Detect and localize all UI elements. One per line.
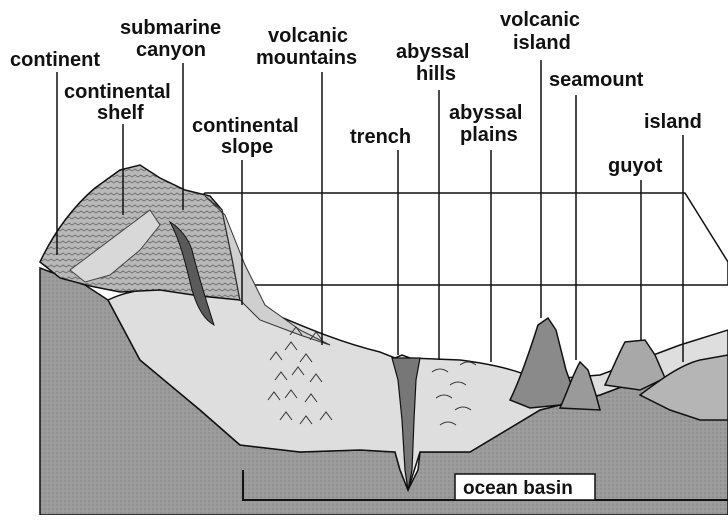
label-guyot: guyot (608, 155, 663, 177)
label-ocean-basin: ocean basin (463, 478, 573, 499)
label-volcanic-island-2: island (513, 32, 571, 54)
label-volcanic-island-1: volcanic (500, 9, 580, 31)
label-abyssal-plains-2: plains (460, 124, 518, 146)
label-abyssal-plains-1: abyssal (449, 102, 522, 124)
label-continental-shelf-2: shelf (97, 102, 144, 124)
label-continental-slope-2: slope (221, 136, 273, 158)
label-island: island (644, 111, 702, 133)
label-seamount: seamount (549, 69, 644, 91)
label-continental-shelf-1: continental (64, 81, 171, 103)
label-continent: continent (10, 49, 100, 71)
label-trench: trench (350, 126, 411, 148)
label-abyssal-hills-1: abyssal (396, 41, 469, 63)
label-submarine-canyon-2: canyon (136, 39, 206, 61)
label-volcanic-mountains-2: mountains (256, 47, 357, 69)
label-submarine-canyon-1: submarine (120, 17, 221, 39)
label-volcanic-mountains-1: volcanic (268, 25, 348, 47)
label-continental-slope-1: continental (192, 115, 299, 137)
label-abyssal-hills-2: hills (416, 63, 456, 85)
